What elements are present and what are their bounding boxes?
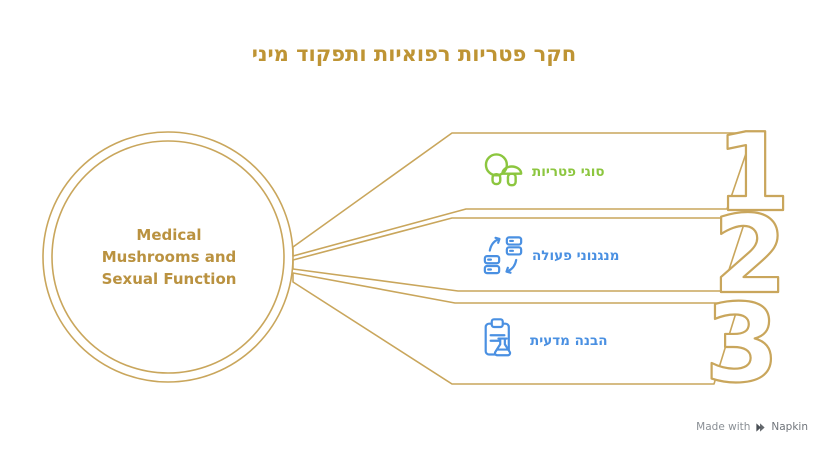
branch-1-number: 1 — [715, 111, 790, 236]
mushrooms-icon — [481, 150, 525, 194]
main-circle — [42, 131, 294, 383]
napkin-brand-text: Napkin — [771, 421, 808, 433]
process-cycle-icon — [481, 233, 525, 277]
branch-2-funnel — [292, 217, 747, 292]
clipboard-flask-icon — [478, 316, 522, 360]
branch-2-number: 2 — [712, 193, 787, 318]
circle-label: Medical Mushrooms and Sexual Function — [101, 226, 237, 288]
branch-1-label: סוגי פטריות — [532, 164, 605, 180]
branch-3-label: הבנה מדעית — [530, 333, 608, 349]
branch-2-label: מנגנוני פעולה — [532, 248, 620, 264]
napkin-logo-icon — [755, 422, 766, 433]
made-with-text: Made with — [696, 421, 751, 433]
branch-1-funnel — [292, 132, 754, 257]
branch-3-funnel — [292, 272, 740, 385]
page-title: חקר פטריות רפואיות ותפקוד מיני — [251, 42, 577, 66]
branch-3-number: 3 — [704, 282, 779, 407]
napkin-watermark[interactable]: Made with Napkin — [696, 419, 808, 435]
